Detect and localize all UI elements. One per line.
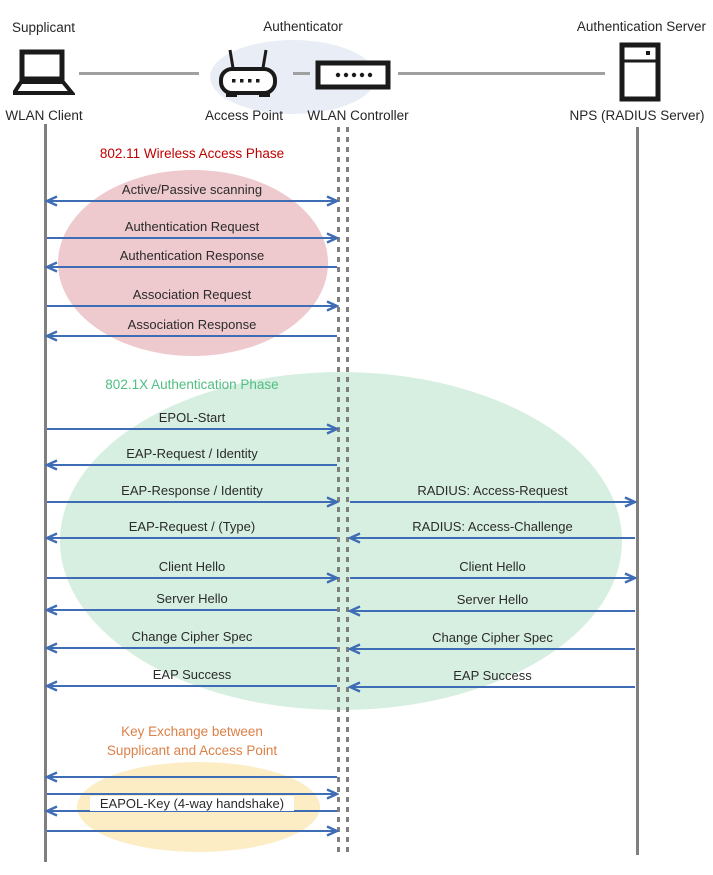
message-label: Authentication Request — [124, 219, 260, 234]
message-label: Client Hello — [459, 559, 526, 574]
node-label-access-point: Access Point — [204, 108, 284, 123]
message-arrow — [350, 496, 637, 508]
message-label: Client Hello — [158, 559, 226, 574]
message-label: Authentication Response — [119, 248, 265, 263]
connector-controller-server — [398, 72, 605, 75]
connector-ap-controller — [293, 72, 310, 75]
role-label-authenticator: Authenticator — [263, 19, 343, 34]
connector-client-ap — [79, 72, 199, 75]
message-arrow — [45, 532, 337, 544]
message-arrow — [45, 771, 337, 783]
server-icon — [618, 42, 662, 107]
lifeline-wlan-controller-left — [337, 127, 340, 855]
message-arrow — [45, 680, 337, 692]
message-arrow — [47, 300, 339, 312]
phase3-title-line2: Supplicant and Access Point — [106, 743, 278, 758]
lifeline-auth-server — [636, 127, 639, 855]
message-label: EAP-Request / Identity — [126, 446, 258, 461]
message-arrow — [45, 805, 337, 817]
message-arrow — [47, 496, 339, 508]
message-label: Association Response — [127, 317, 257, 332]
message-label: Server Hello — [456, 592, 529, 607]
message-label: EAP Success — [152, 667, 232, 682]
phase1-title: 802.11 Wireless Access Phase — [99, 146, 285, 161]
message-arrow — [45, 459, 337, 471]
message-label: RADIUS: Access-Challenge — [412, 519, 573, 534]
message-arrow — [348, 532, 635, 544]
message-arrow — [45, 604, 337, 616]
phase3-title-line1: Key Exchange between — [121, 724, 263, 739]
phase3-title: Key Exchange between Supplicant and Acce… — [45, 722, 339, 760]
message-label: EAP-Request / (Type) — [128, 519, 256, 534]
message-label: Change Cipher Spec — [131, 629, 253, 644]
message-arrow — [348, 681, 635, 693]
message-label: Server Hello — [156, 591, 228, 606]
message-arrow — [47, 825, 339, 837]
message-arrow — [45, 330, 337, 342]
message-label: Change Cipher Spec — [432, 630, 553, 645]
message-arrow — [45, 195, 339, 207]
message-arrow — [348, 643, 635, 655]
message-arrow — [47, 232, 339, 244]
message-label: RADIUS: Access-Request — [417, 483, 568, 498]
message-label: Association Request — [132, 287, 252, 302]
wlan-controller-icon — [315, 60, 391, 95]
role-label-authentication-server: Authentication Server — [576, 19, 706, 34]
message-label: EAP-Response / Identity — [121, 483, 263, 498]
message-label: Active/Passive scanning — [121, 182, 263, 197]
node-label-wlan-client: WLAN Client — [5, 108, 83, 123]
message-arrow — [350, 572, 637, 584]
message-arrow — [348, 605, 635, 617]
node-label-wlan-controller: WLAN Controller — [307, 108, 409, 123]
message-arrow — [45, 642, 337, 654]
access-point-icon — [216, 48, 280, 103]
message-arrow — [47, 572, 339, 584]
node-label-nps: NPS (RADIUS Server) — [569, 108, 705, 123]
message-label: EPOL-Start — [158, 410, 226, 425]
message-arrow — [45, 261, 337, 273]
message-label: EAP Success — [453, 668, 532, 683]
role-label-supplicant: Supplicant — [12, 20, 76, 35]
laptop-icon — [10, 49, 77, 102]
message-arrow — [47, 788, 339, 800]
phase2-title: 802.1X Authentication Phase — [105, 377, 279, 392]
message-label: EAPOL-Key (4-way handshake) — [45, 795, 339, 812]
message-arrow — [47, 423, 339, 435]
lifeline-wlan-client — [44, 124, 47, 862]
lifeline-wlan-controller-right — [346, 127, 349, 855]
